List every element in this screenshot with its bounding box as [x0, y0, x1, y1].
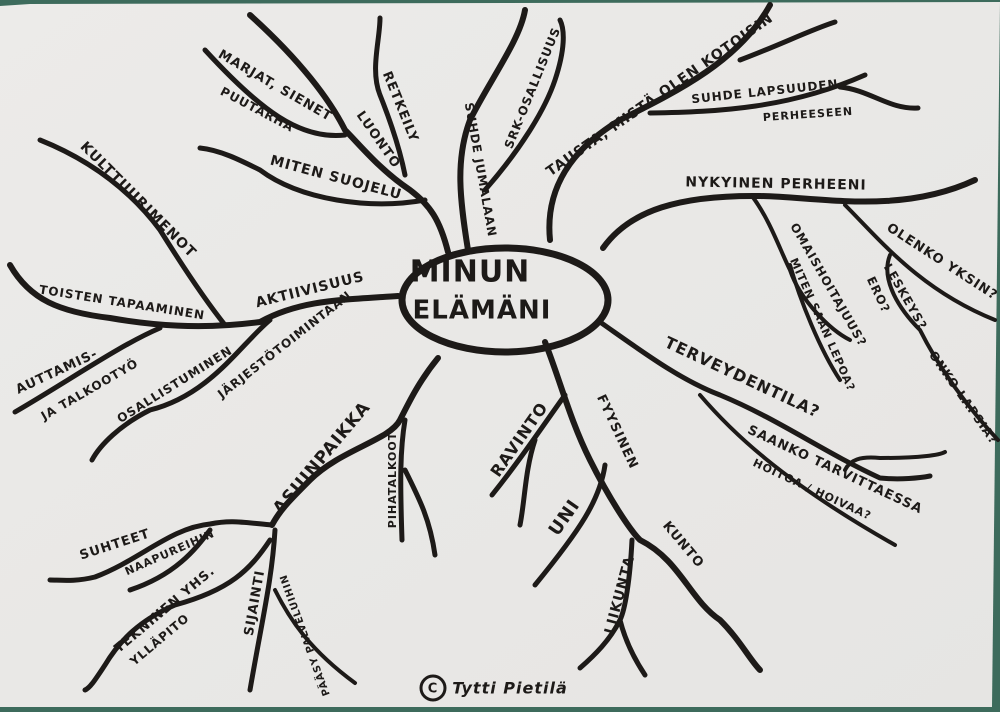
label-piha: PIHATALKOOT: [386, 432, 399, 528]
center-label-2: ELÄMÄNI: [413, 294, 552, 326]
branch-lepo: [788, 263, 842, 382]
branch-paasy: [273, 588, 357, 685]
branch-tekninen: [82, 537, 273, 693]
branch-kulttuuri: [37, 137, 228, 328]
branch-ravinto: [489, 392, 568, 528]
branch-aktiivisuus: [7, 262, 401, 330]
signature: C Tytti Pietilä: [419, 674, 568, 702]
branch-marjat: [202, 47, 348, 139]
branch-saanko: [698, 393, 897, 547]
copyright-symbol: C: [428, 682, 439, 697]
copyright-icon: [419, 674, 447, 702]
branch-luonto: [247, 12, 451, 255]
branch-srk: [482, 17, 566, 193]
branch-sijainti: [247, 527, 278, 693]
branch-yksin: [843, 203, 997, 322]
branch-tausta: [546, 2, 773, 243]
branch-liikunta: [577, 537, 648, 678]
branch-osallistuminen: [89, 317, 273, 463]
branch-terveys: [597, 319, 933, 482]
branch-suhteet: [47, 519, 275, 583]
branch-perhe: [600, 177, 978, 251]
branch-terveys-tip: [843, 450, 947, 472]
branch-suojelu: [197, 145, 428, 207]
center-label-1: MINUN: [410, 255, 531, 290]
branch-kotoisin: [737, 19, 838, 63]
branch-kunto: [542, 339, 763, 673]
branch-naapurit: [127, 527, 213, 593]
branch-asuinpaikka: [269, 355, 441, 528]
signature-name: Tytti Pietilä: [452, 679, 568, 698]
center-oval: [398, 244, 612, 356]
branch-piha: [398, 417, 438, 558]
branch-leskeys: [885, 253, 1000, 442]
branch-jumala: [457, 7, 528, 253]
branch-retkeily: [373, 15, 408, 178]
branch-auttamis: [12, 325, 163, 415]
branch-uni: [532, 462, 608, 588]
label-perheeseen: PERHEESEEN: [762, 105, 853, 124]
label-perhe: NYKYINEN PERHEENI: [685, 174, 867, 193]
branch-suhde-lapsuuden: [647, 72, 921, 116]
branch-lines: [7, 2, 1000, 693]
